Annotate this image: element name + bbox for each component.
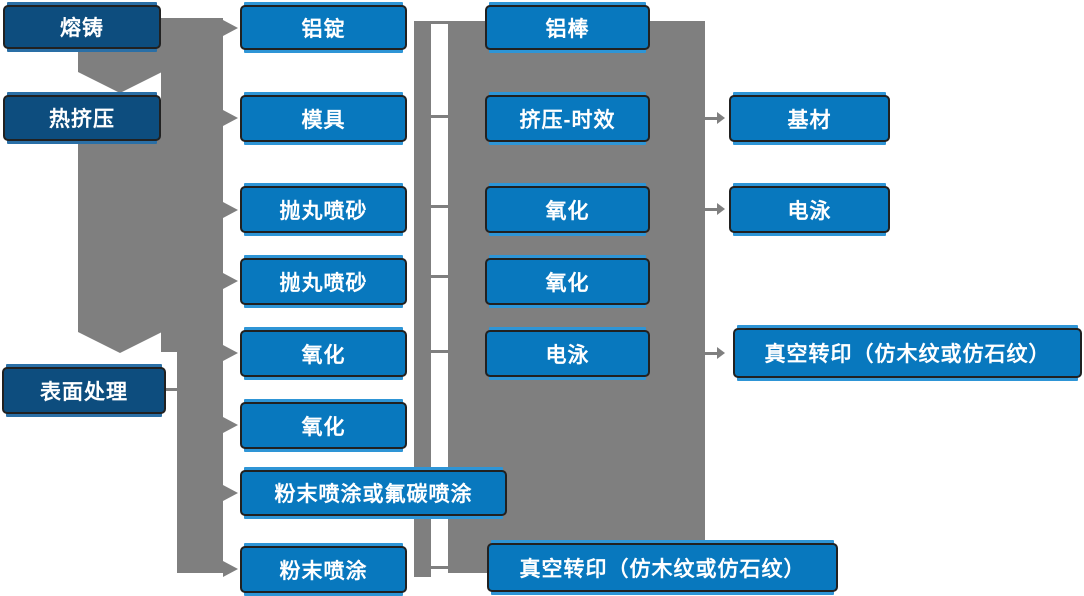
bus-connector-line-5 — [414, 350, 449, 353]
node-oxidation-1: 氧化 — [240, 330, 407, 377]
node-vacuum-transfer-right: 真空转印（仿木纹或仿石纹） — [733, 328, 1082, 378]
bus-connector-line-2 — [414, 115, 449, 118]
node-powder-or-fluorocarbon-spraying: 粉末喷涂或氟碳喷涂 — [240, 470, 507, 516]
node-oxidation-4: 氧化 — [485, 258, 650, 305]
bus-connector-line-6 — [414, 566, 449, 569]
out-arrowhead-icon-3 — [717, 347, 725, 359]
bus-vertical-band — [414, 21, 431, 577]
out-arrowhead-icon-1 — [717, 112, 725, 124]
arrowhead-down-icon-2 — [78, 332, 162, 353]
bus-connector-line-3 — [414, 205, 449, 208]
arrowhead-right-icon-3 — [223, 202, 238, 218]
node-aluminum-ingot: 铝锭 — [240, 5, 407, 50]
node-vacuum-transfer-bottom: 真空转印（仿木纹或仿石纹） — [487, 543, 838, 592]
arrowhead-right-icon-1 — [223, 20, 238, 36]
arrowhead-right-icon-4 — [223, 273, 238, 289]
bus-connector-line-4 — [414, 275, 449, 278]
arrowhead-right-icon-6 — [223, 417, 238, 433]
arrowhead-right-icon-2 — [223, 110, 238, 126]
out-arrowhead-icon-2 — [717, 203, 725, 215]
node-shot-blasting-2: 抛丸喷砂 — [240, 258, 407, 305]
node-extrusion-aging: 挤压-时效 — [485, 95, 650, 142]
node-oxidation-3: 氧化 — [485, 186, 650, 233]
node-aluminum-rod: 铝棒 — [485, 5, 650, 50]
out-arrow-stem-3 — [705, 352, 717, 355]
arrowhead-right-icon-5 — [223, 345, 238, 361]
arrowhead-right-icon-8 — [223, 561, 238, 577]
arrowhead-right-icon-7 — [223, 485, 238, 501]
flow-trunk-left-upper — [161, 18, 223, 352]
out-arrow-stem-1 — [705, 117, 717, 120]
out-arrow-stem-2 — [705, 208, 717, 211]
node-electrophoresis-2: 电泳 — [729, 186, 890, 233]
node-substrate: 基材 — [729, 95, 890, 142]
node-oxidation-2: 氧化 — [240, 402, 407, 449]
node-powder-spraying: 粉末喷涂 — [240, 546, 407, 593]
surface-treatment-connector-line — [166, 388, 177, 391]
node-electrophoresis-1: 电泳 — [485, 330, 650, 377]
node-mold: 模具 — [240, 95, 407, 142]
node-surface-treatment: 表面处理 — [2, 367, 166, 414]
arrowhead-down-icon-1 — [78, 72, 162, 93]
node-hot-extrusion: 热挤压 — [3, 95, 161, 141]
node-melting-casting: 熔铸 — [3, 5, 161, 49]
bus-connector-line-1 — [414, 21, 449, 24]
flow-trunk-left-lower — [177, 352, 223, 573]
node-shot-blasting-1: 抛丸喷砂 — [240, 186, 407, 233]
